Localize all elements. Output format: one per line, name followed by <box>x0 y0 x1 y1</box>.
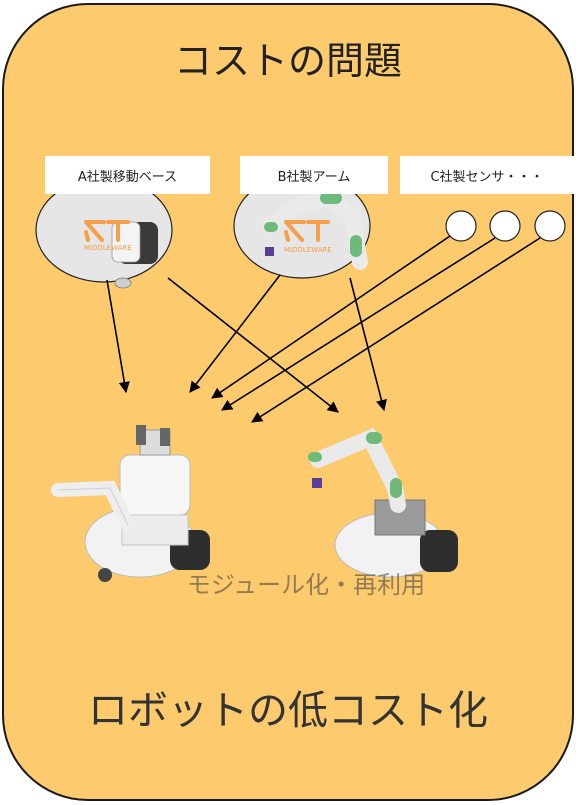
sensor-circle-2 <box>489 210 521 242</box>
module-a-label: A社製移動ベース <box>45 156 210 194</box>
sensor-circle-1 <box>445 210 477 242</box>
rt-logo-b <box>284 220 330 242</box>
rt-logo-a <box>84 220 130 242</box>
robot-right-image <box>308 427 458 578</box>
connection-arrows <box>106 235 541 423</box>
arrow-c2-to-left <box>221 237 496 411</box>
module-b-label: B社製アーム <box>240 156 388 194</box>
arrow-a-to-left <box>106 279 130 394</box>
bottom-text: ロボットの低コスト化 <box>88 688 488 734</box>
logo-a-text: MIDDLEWARE <box>84 244 132 252</box>
logo-b-text: MIDDLEWARE <box>284 246 332 254</box>
arrow-c3-to-left <box>251 237 541 423</box>
arm-image <box>262 189 368 270</box>
robot-left-image <box>51 425 210 582</box>
arrow-c1-to-left <box>211 235 451 399</box>
module-c-label: C社製センサ・・・ <box>400 156 574 194</box>
overlay-text: モジュール化・再利用 <box>186 571 426 599</box>
sensor-circle-3 <box>534 210 566 242</box>
diagram-title: コストの問題 <box>173 39 402 83</box>
arrow-a-to-right <box>167 277 339 413</box>
arrow-b-to-left <box>189 274 281 393</box>
